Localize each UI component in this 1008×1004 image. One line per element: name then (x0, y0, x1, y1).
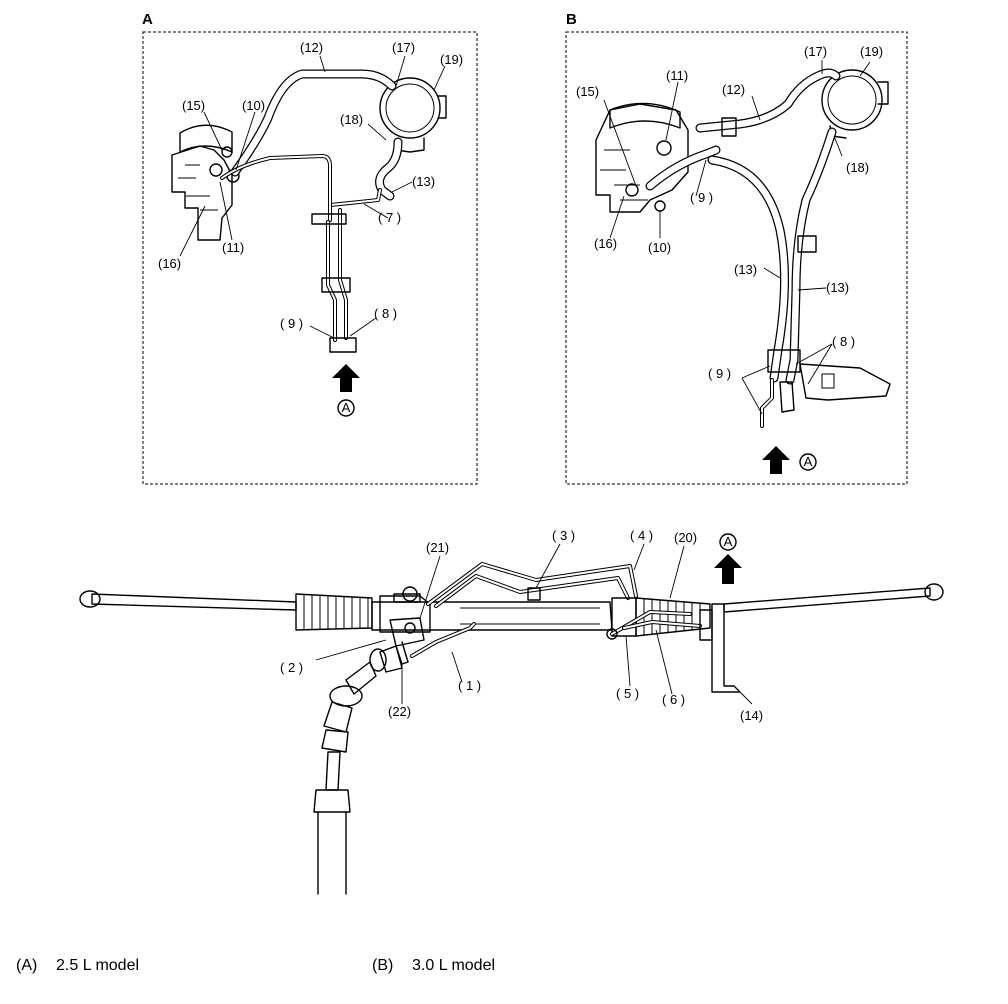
panel-b-label-13-right: (13) (826, 280, 849, 295)
panel-a: A (142, 11, 478, 485)
pinion-valve (389, 586, 425, 665)
panel-b-view-marker-letter: A (804, 454, 813, 469)
left-tie-rod (91, 593, 297, 611)
main-label-6: ( 6 ) (662, 692, 685, 707)
panel-a-label-7: ( 7 ) (378, 210, 401, 225)
rack-housing (371, 601, 613, 631)
legend-key-a: (A) (16, 957, 37, 974)
panel-b-label-9: ( 9 ) (690, 190, 713, 205)
steering-shaft (313, 645, 403, 895)
main-label-3: ( 3 ) (552, 528, 575, 543)
left-tie-rod-end (79, 590, 101, 608)
panel-b-view-marker (799, 453, 817, 471)
main-view-marker (719, 533, 737, 551)
panel-b-frame (565, 31, 908, 485)
panel-a-label-10: (10) (242, 98, 265, 113)
right-tie-rod-end (924, 583, 944, 601)
panel-b-label-13-left: (13) (734, 262, 757, 277)
panel-a-label-13: (13) (412, 174, 435, 189)
panel-b-label-8: ( 8 ) (832, 334, 855, 349)
main-view-arrow-icon (714, 554, 742, 584)
main-label-2: ( 2 ) (280, 660, 303, 675)
panel-a-label-18: (18) (340, 112, 363, 127)
panel-b-label-10: (10) (648, 240, 671, 255)
panel-b-label-19: (19) (860, 44, 883, 59)
panel-b-title: B (566, 11, 577, 28)
panel-a-reservoir (379, 77, 447, 153)
panel-b-label-16: (16) (594, 236, 617, 251)
panel-b-label-12: (12) (722, 82, 745, 97)
main-label-4: ( 4 ) (630, 528, 653, 543)
main-label-20: (20) (674, 530, 697, 545)
panel-a-pump (171, 124, 240, 241)
left-boot (295, 593, 373, 631)
panel-a-view-marker (337, 399, 355, 417)
panel-b-label-17: (17) (804, 44, 827, 59)
legend-text-a: 2.5 L model (56, 957, 139, 974)
panel-b-view-arrow-icon (762, 446, 790, 474)
panel-a-frame (142, 31, 478, 485)
panel-b-label-18: (18) (846, 160, 869, 175)
right-boot (635, 597, 711, 637)
main-label-5: ( 5 ) (616, 686, 639, 701)
crossmember-bracket (711, 603, 741, 693)
legend-text-b: 3.0 L model (412, 957, 495, 974)
panel-b-label-11: (11) (666, 68, 688, 83)
panel-a-title: A (142, 11, 153, 28)
panel-a-label-17: (17) (392, 40, 415, 55)
main-label-1: ( 1 ) (458, 678, 481, 693)
panel-b: B (565, 11, 908, 485)
panel-a-label-8: ( 8 ) (374, 306, 397, 321)
main-label-22: (22) (388, 704, 411, 719)
panel-a-label-9: ( 9 ) (280, 316, 303, 331)
steering-rack-assembly: A (21) ( 3 ) ( 4 ) (20) ( 2 ) ( 1 ) (79, 528, 944, 895)
panel-b-label-15: (15) (576, 84, 599, 99)
panel-a-view-marker-letter: A (342, 400, 351, 415)
panel-a-label-15: (15) (182, 98, 205, 113)
main-view-marker-letter: A (724, 534, 733, 549)
panel-a-label-19: (19) (440, 52, 463, 67)
legend: (A) 2.5 L model (B) 3.0 L model (16, 957, 495, 974)
panel-b-pump (595, 102, 689, 213)
main-label-21: (21) (426, 540, 449, 555)
legend-key-b: (B) (372, 957, 393, 974)
panel-a-view-arrow-icon (332, 364, 360, 392)
main-label-14: (14) (740, 708, 763, 723)
panel-b-label-9-lower: ( 9 ) (708, 366, 731, 381)
panel-a-label-16: (16) (158, 256, 181, 271)
panel-a-label-12: (12) (300, 40, 323, 55)
right-tie-rod (723, 587, 931, 613)
panel-a-label-11: (11) (222, 240, 244, 255)
